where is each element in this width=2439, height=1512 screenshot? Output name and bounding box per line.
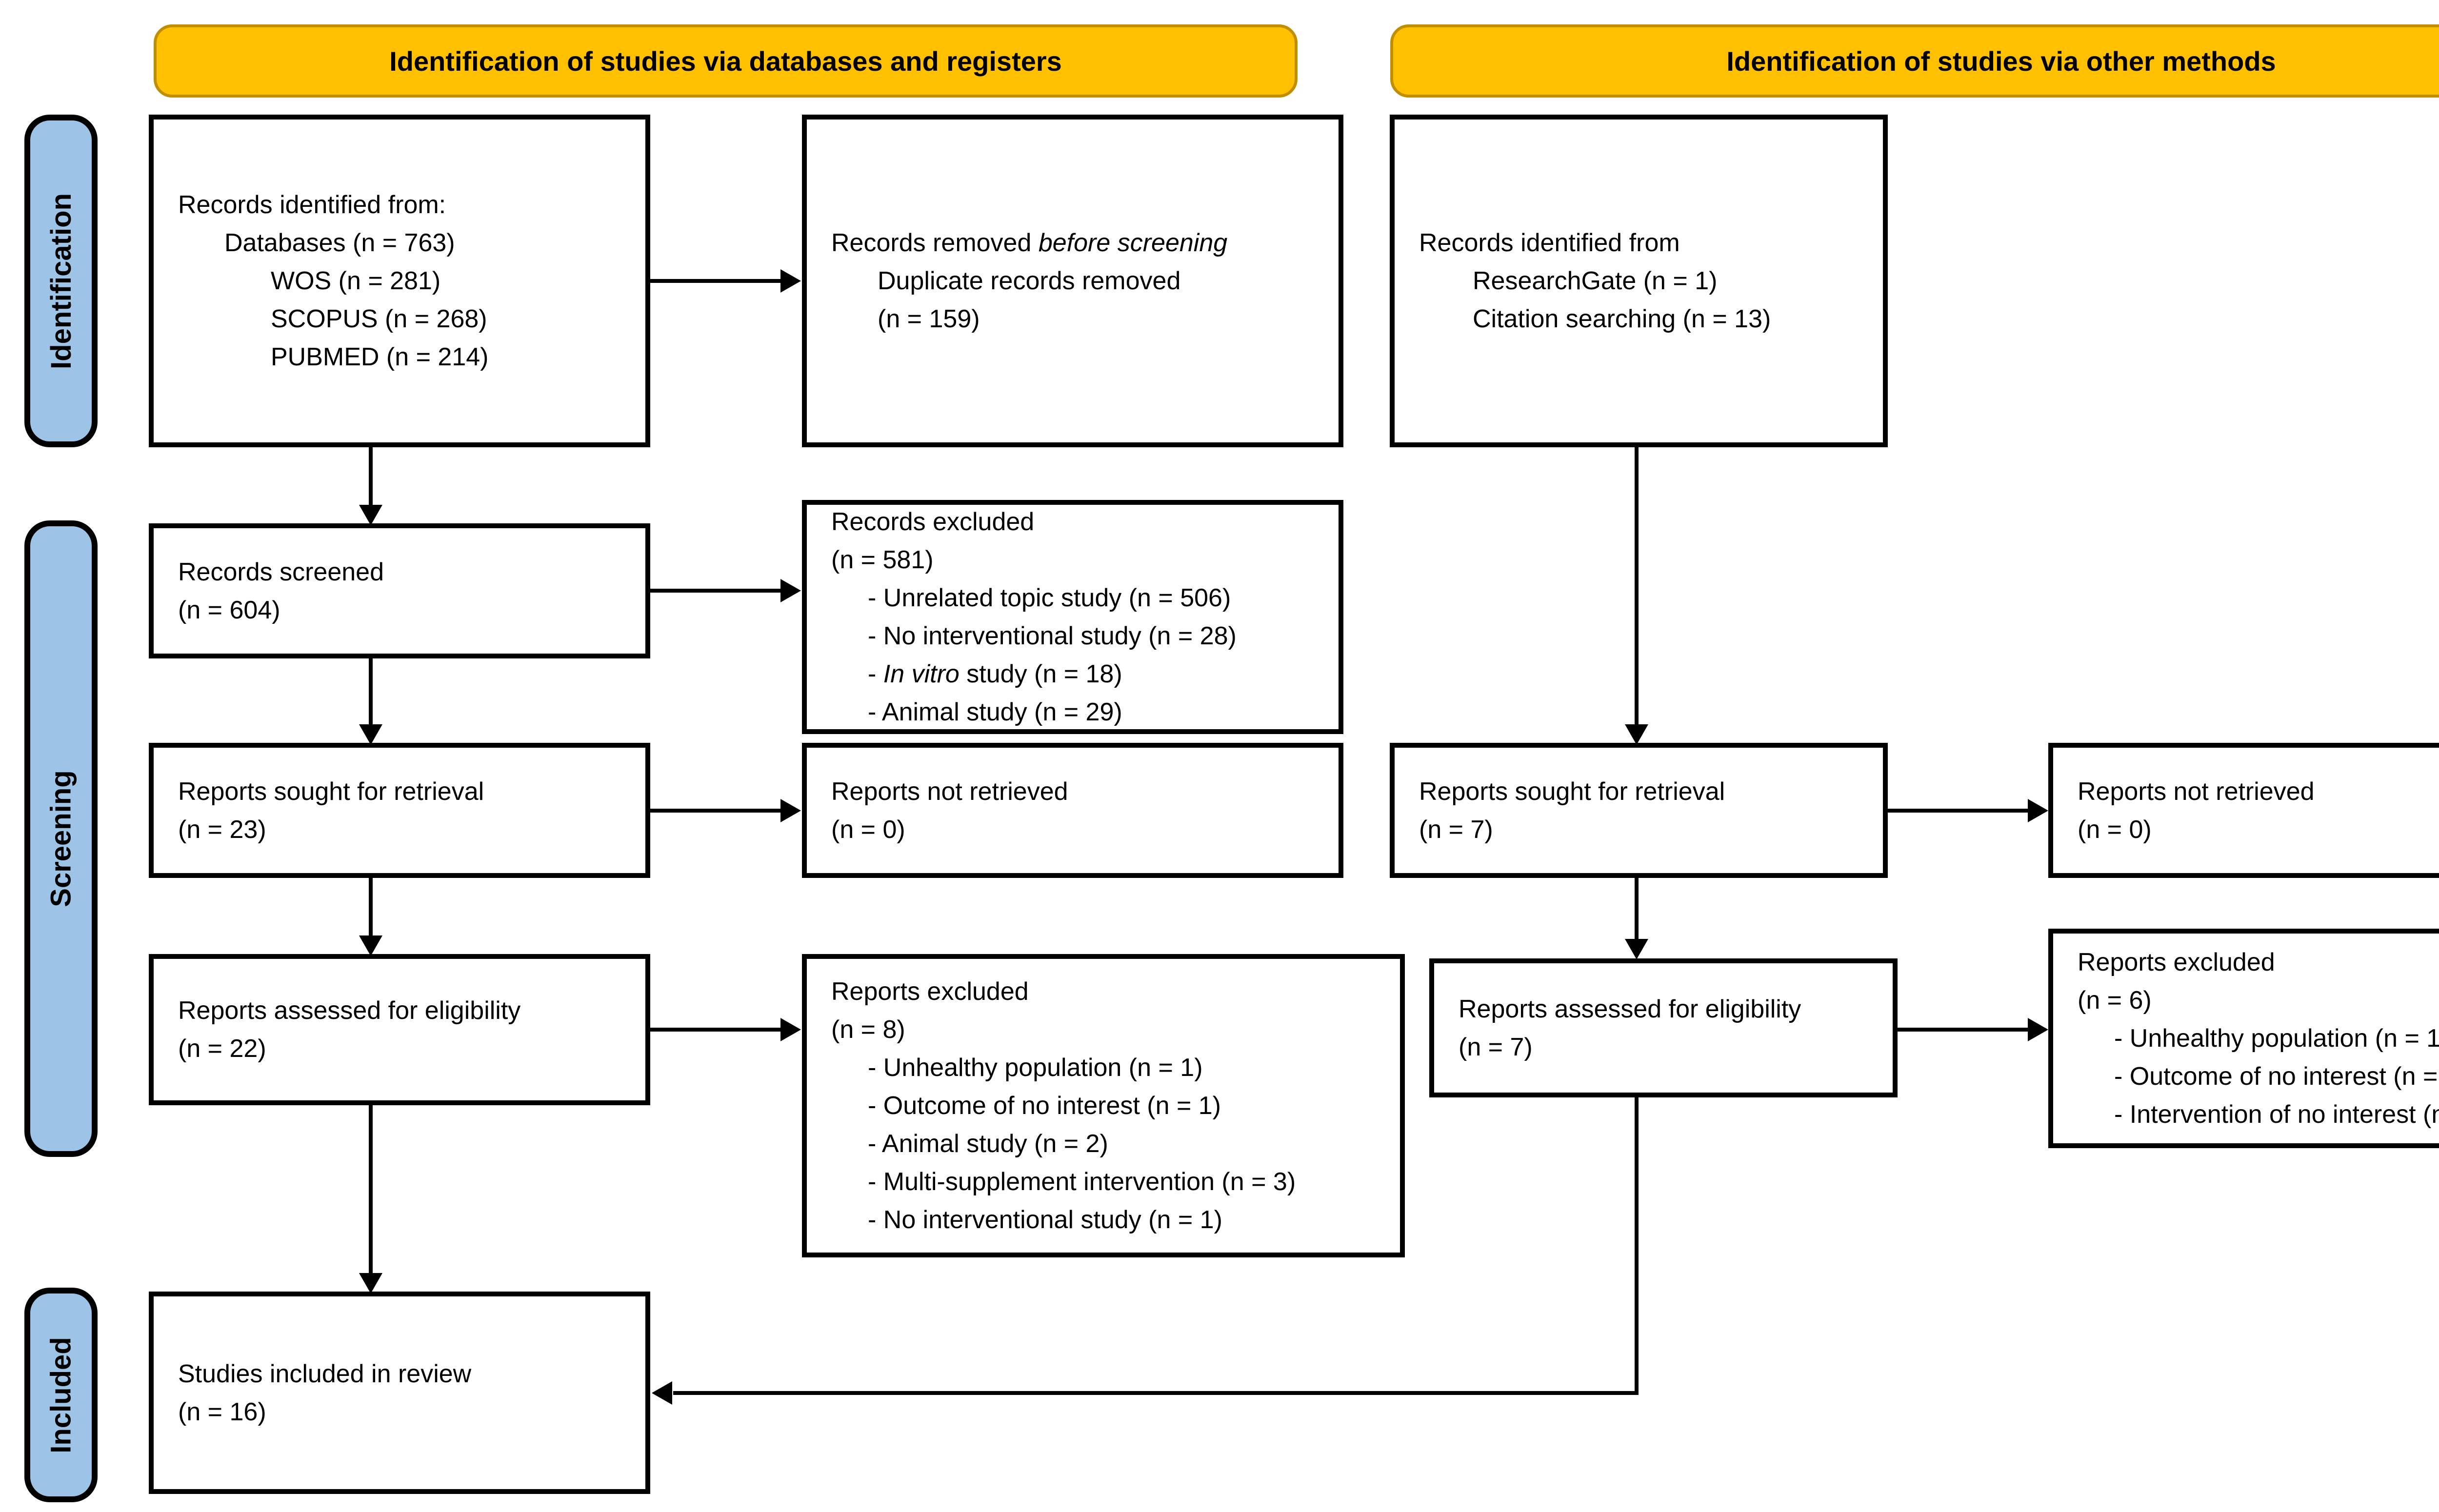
arrow-sought-to-not-retrieved-other-head (2028, 799, 2048, 822)
banner-databases-registers-label: Identification of studies via databases … (389, 45, 1062, 77)
arrow-assessed-to-included-head (359, 1273, 382, 1293)
box-text-line: Reports sought for retrieval (1419, 777, 1725, 806)
arrow-assessed-to-excluded-other-head (2028, 1018, 2048, 1041)
stage-label-included: Included (24, 1288, 98, 1502)
box-text-line: (n = 0) (2078, 815, 2152, 844)
arrow-assessed-other-to-included-vertical-line (1635, 1095, 1639, 1395)
stage-label-identification: Identification (24, 115, 98, 447)
box-text-line: - Unhealthy population (n = 1) (2114, 1024, 2439, 1053)
box-text-line: Records screened (178, 557, 384, 586)
box-text-line: Citation searching (n = 13) (1473, 305, 1771, 333)
box-reports-assessed-other: Reports assessed for eligibility (n = 7) (1429, 958, 1898, 1097)
box-text-line: - No interventional study (n = 28) (868, 622, 1237, 650)
arrow-screened-to-excluded-line (649, 589, 783, 593)
box-reports-not-retrieved-other: Reports not retrieved (n = 0) (2048, 743, 2439, 878)
box-text-line: - In vitro study (n = 18) (868, 660, 1122, 688)
box-text-line: (n = 8) (831, 1015, 905, 1044)
box-studies-included: Studies included in review (n = 16) (149, 1292, 650, 1494)
box-records-identified-databases: Records identified from: Databases (n = 7… (149, 115, 650, 447)
box-text-line: (n = 159) (878, 305, 980, 333)
arrow-assessed-to-excluded-databases-line (649, 1028, 783, 1032)
box-text-line: - Unrelated topic study (n = 506) (868, 584, 1231, 612)
box-text-line: ResearchGate (n = 1) (1473, 267, 1718, 295)
box-text-line: - Unhealthy population (n = 1) (868, 1054, 1203, 1082)
arrow-screened-to-sought-head (359, 724, 382, 745)
arrow-identified-other-to-sought-head (1625, 724, 1648, 745)
box-text-line: Reports excluded (2078, 948, 2275, 976)
arrow-identified-to-removed-line (649, 279, 783, 283)
arrow-sought-to-assessed-other-head (1625, 939, 1648, 959)
arrow-assessed-to-excluded-databases-head (780, 1018, 801, 1041)
box-text-line: (n = 7) (1419, 815, 1493, 844)
box-records-screened: Records screened (n = 604) (149, 523, 650, 658)
box-text-line: - Animal study (n = 29) (868, 698, 1122, 726)
box-text-line: - Outcome of no interest (n = 4) (2114, 1062, 2439, 1091)
box-text-line: - Multi-supplement intervention (n = 3) (868, 1168, 1296, 1196)
box-text-line: Reports assessed for eligibility (178, 996, 521, 1025)
arrow-assessed-other-to-included-head (652, 1381, 672, 1405)
box-text-line: - Outcome of no interest (n = 1) (868, 1092, 1221, 1120)
stage-label-identification-text: Identification (45, 193, 77, 369)
box-reports-excluded-other: Reports excluded (n = 6) - Unhealthy popul… (2048, 929, 2439, 1148)
box-text-line: - Animal study (n = 2) (868, 1130, 1108, 1158)
arrow-screened-to-sought-line (369, 656, 373, 727)
box-text-line: (n = 7) (1459, 1033, 1533, 1061)
box-text-line: (n = 581) (831, 546, 934, 574)
arrow-screened-to-excluded-head (780, 579, 801, 602)
arrow-assessed-to-excluded-other-line (1896, 1028, 2030, 1032)
box-text-line: Records excluded (831, 508, 1035, 536)
box-text-line: Duplicate records removed (878, 267, 1181, 295)
box-reports-assessed-databases: Reports assessed for eligibility (n = 22) (149, 954, 650, 1105)
box-text-line: SCOPUS (n = 268) (271, 305, 487, 333)
box-text-line: Studies included in review (178, 1359, 472, 1388)
box-text-line: Records identified from (1419, 229, 1680, 257)
arrow-assessed-other-to-included-horizontal-line (673, 1391, 1639, 1395)
banner-other-methods: Identification of studies via other meth… (1390, 24, 2439, 98)
arrow-identified-other-to-sought-line (1635, 445, 1639, 727)
stage-label-included-text: Included (45, 1336, 77, 1453)
box-text-line: PUBMED (n = 214) (271, 343, 489, 371)
arrow-sought-to-assessed-other-line (1635, 875, 1639, 941)
box-text-line: (n = 22) (178, 1035, 266, 1063)
box-text-line: Records removed before screening (831, 229, 1228, 257)
banner-databases-registers: Identification of studies via databases … (154, 24, 1298, 98)
box-text-line: - Intervention of no interest (n = 1) (2114, 1100, 2439, 1129)
arrow-sought-to-not-retrieved-databases-head (780, 799, 801, 822)
box-text-line: Databases (n = 763) (224, 229, 455, 257)
box-text-line: Reports excluded (831, 977, 1029, 1006)
arrow-sought-to-assessed-databases-head (359, 935, 382, 956)
stage-label-screening: Screening (24, 520, 98, 1157)
box-text-line: Reports not retrieved (2078, 777, 2315, 806)
box-reports-sought-other: Reports sought for retrieval (n = 7) (1390, 743, 1888, 878)
arrow-sought-to-not-retrieved-other-line (1886, 809, 2030, 813)
box-text-line: Reports sought for retrieval (178, 777, 484, 806)
box-text-line: Reports not retrieved (831, 777, 1068, 806)
box-text-line: (n = 6) (2078, 986, 2152, 1015)
arrow-identified-to-screened-head (359, 505, 382, 525)
box-text-line: (n = 0) (831, 815, 905, 844)
box-reports-sought-databases: Reports sought for retrieval (n = 23) (149, 743, 650, 878)
arrow-sought-to-not-retrieved-databases-line (649, 809, 783, 813)
box-records-excluded: Records excluded (n = 581) - Unrelated top… (802, 500, 1343, 734)
arrow-assessed-to-included-line (369, 1103, 373, 1274)
box-reports-not-retrieved-databases: Reports not retrieved (n = 0) (802, 743, 1343, 878)
stage-label-screening-text: Screening (45, 770, 77, 907)
box-text-line: (n = 16) (178, 1397, 266, 1426)
box-text-line: Records identified from: (178, 191, 446, 219)
arrow-sought-to-assessed-databases-line (369, 875, 373, 939)
box-text-line: (n = 23) (178, 815, 266, 844)
box-text-line: (n = 604) (178, 596, 280, 624)
box-text-line: - No interventional study (n = 1) (868, 1206, 1222, 1234)
arrow-identified-to-screened-line (369, 445, 373, 508)
box-text-line: WOS (n = 281) (271, 267, 441, 295)
banner-other-methods-label: Identification of studies via other meth… (1726, 45, 2276, 77)
box-text-line: Reports assessed for eligibility (1459, 995, 1801, 1023)
box-reports-excluded-databases: Reports excluded (n = 8) - Unhealthy popul… (802, 954, 1405, 1257)
arrow-identified-to-removed-head (780, 269, 801, 293)
